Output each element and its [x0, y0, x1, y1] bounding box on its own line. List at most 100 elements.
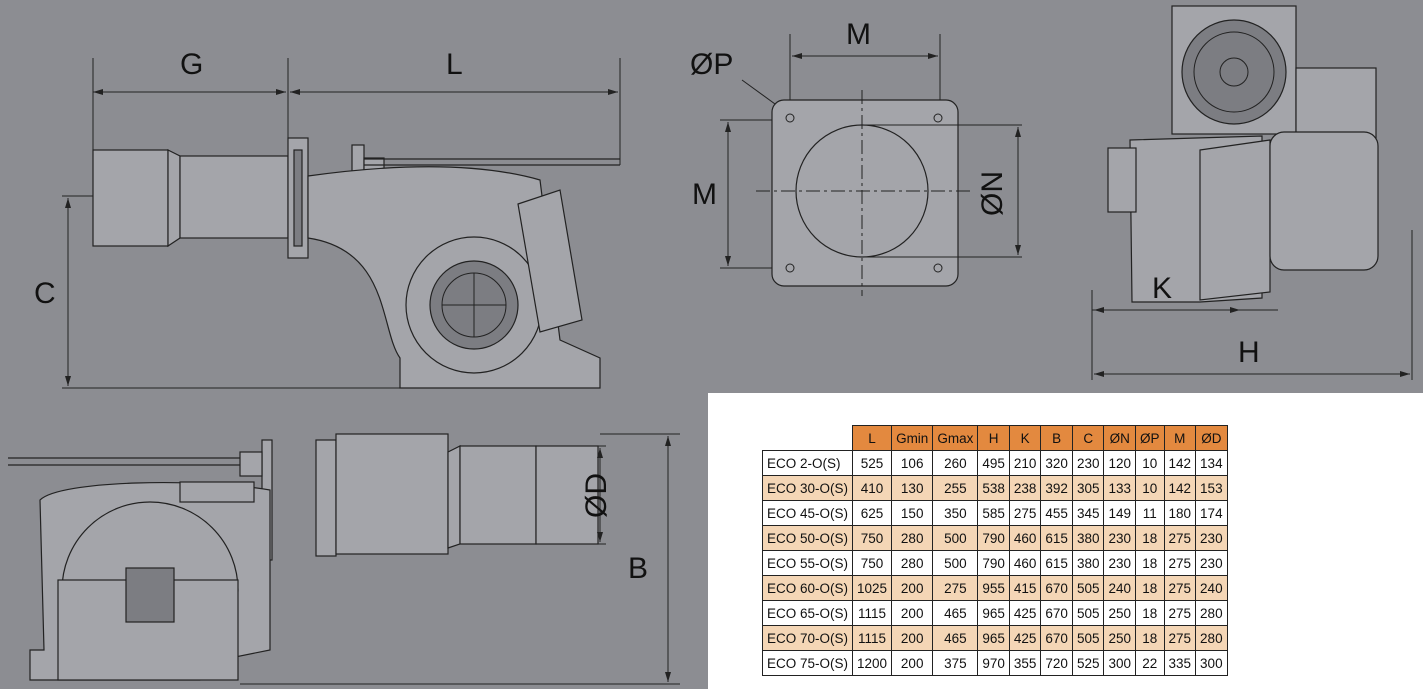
table-cell: 240	[1195, 575, 1228, 601]
table-cell: 305	[1071, 475, 1105, 501]
table-cell: 22	[1135, 650, 1165, 676]
table-cell: 275	[1163, 600, 1197, 626]
table-cell: 585	[977, 500, 1010, 526]
table-cell: 320	[1040, 450, 1073, 476]
table-header-cell: ØP	[1135, 425, 1165, 451]
table-cell: 18	[1135, 625, 1165, 651]
dimension-label-od: ØD	[580, 473, 613, 518]
table-cell: 174	[1195, 500, 1228, 526]
table-cell: 280	[891, 525, 934, 551]
table-cell: 142	[1163, 450, 1197, 476]
table-header-cell: M	[1163, 425, 1197, 451]
table-cell: 200	[891, 625, 934, 651]
table-cell: 350	[932, 500, 979, 526]
table-cell: 300	[1195, 650, 1228, 676]
table-cell: 200	[891, 650, 934, 676]
table-cell: 392	[1040, 475, 1073, 501]
table-cell: 250	[1103, 600, 1136, 626]
table-cell-model: ECO 2-O(S)	[761, 450, 854, 476]
table-header-cell: L	[852, 425, 893, 451]
table-cell: 380	[1071, 525, 1105, 551]
table-cell: 238	[1008, 475, 1042, 501]
table-header-cell: K	[1008, 425, 1042, 451]
table-cell: 142	[1163, 475, 1197, 501]
table-cell: 955	[977, 575, 1010, 601]
table-cell: 1115	[852, 600, 893, 626]
table-cell: 280	[1195, 625, 1228, 651]
table-cell: 525	[1071, 650, 1105, 676]
table-cell: 465	[932, 625, 979, 651]
table-cell: 615	[1040, 550, 1073, 576]
table-cell: 500	[932, 525, 979, 551]
dimension-table-panel: L Gmin Gmax H K B C ØN ØP M ØD ECO 2-O(S…	[708, 393, 1423, 689]
table-cell: 230	[1103, 525, 1136, 551]
table-cell: 260	[932, 450, 979, 476]
table-cell: 18	[1135, 600, 1165, 626]
table-header-blank	[762, 425, 853, 451]
table-cell: 230	[1103, 550, 1136, 576]
dimension-label-on: ØN	[976, 171, 1009, 216]
table-cell: 970	[977, 650, 1010, 676]
table-cell: 460	[1008, 550, 1042, 576]
table-cell: 460	[1008, 525, 1042, 551]
table-cell: 495	[977, 450, 1010, 476]
table-cell: 790	[977, 525, 1010, 551]
table-cell: 200	[891, 600, 934, 626]
table-cell: 275	[1163, 625, 1197, 651]
table-cell: 965	[977, 600, 1010, 626]
dimension-label-c: C	[34, 277, 56, 310]
table-cell: 1200	[852, 650, 893, 676]
table-cell: 230	[1071, 450, 1105, 476]
table-cell: 18	[1135, 525, 1165, 551]
dimension-label-b: B	[628, 552, 648, 585]
table-cell: 10	[1135, 475, 1165, 501]
table-cell: 18	[1135, 550, 1165, 576]
table-cell-model: ECO 75-O(S)	[761, 650, 854, 676]
table-cell: 120	[1103, 450, 1136, 476]
table-cell: 505	[1071, 600, 1105, 626]
table-cell: 275	[932, 575, 979, 601]
table-cell: 670	[1040, 625, 1073, 651]
table-cell: 538	[977, 475, 1010, 501]
dimension-label-h: H	[1238, 336, 1260, 369]
table-cell: 425	[1008, 625, 1042, 651]
table-cell: 505	[1071, 575, 1105, 601]
dimension-label-l: L	[446, 48, 463, 81]
table-cell: 153	[1195, 475, 1228, 501]
table-header-row: L Gmin Gmax H K B C ØN ØP M ØD	[762, 425, 1228, 451]
dimension-label-m-left: M	[692, 178, 717, 211]
table-cell: 149	[1103, 500, 1136, 526]
dimension-label-op: ØP	[690, 48, 733, 81]
table-cell: 345	[1071, 500, 1105, 526]
table-cell: 130	[891, 475, 934, 501]
table-cell: 133	[1103, 475, 1136, 501]
table-cell: 410	[852, 475, 893, 501]
table-cell: 415	[1008, 575, 1042, 601]
table-cell: 275	[1163, 525, 1197, 551]
table-cell: 1115	[852, 625, 893, 651]
table-header-cell: B	[1040, 425, 1073, 451]
table-cell: 300	[1103, 650, 1136, 676]
table-cell: 505	[1071, 625, 1105, 651]
table-cell: 240	[1103, 575, 1136, 601]
table-cell: 355	[1008, 650, 1042, 676]
table-cell-model: ECO 45-O(S)	[761, 500, 854, 526]
table-cell: 465	[932, 600, 979, 626]
table-header-cell: C	[1071, 425, 1105, 451]
table-header-cell: ØD	[1195, 425, 1228, 451]
flange-view: M ØP M ØN	[690, 18, 1022, 296]
table-cell: 720	[1040, 650, 1073, 676]
table-cell: 10	[1135, 450, 1165, 476]
table-cell: 230	[1195, 550, 1228, 576]
table-cell: 280	[1195, 600, 1228, 626]
table-cell: 425	[1008, 600, 1042, 626]
table-cell: 280	[891, 550, 934, 576]
